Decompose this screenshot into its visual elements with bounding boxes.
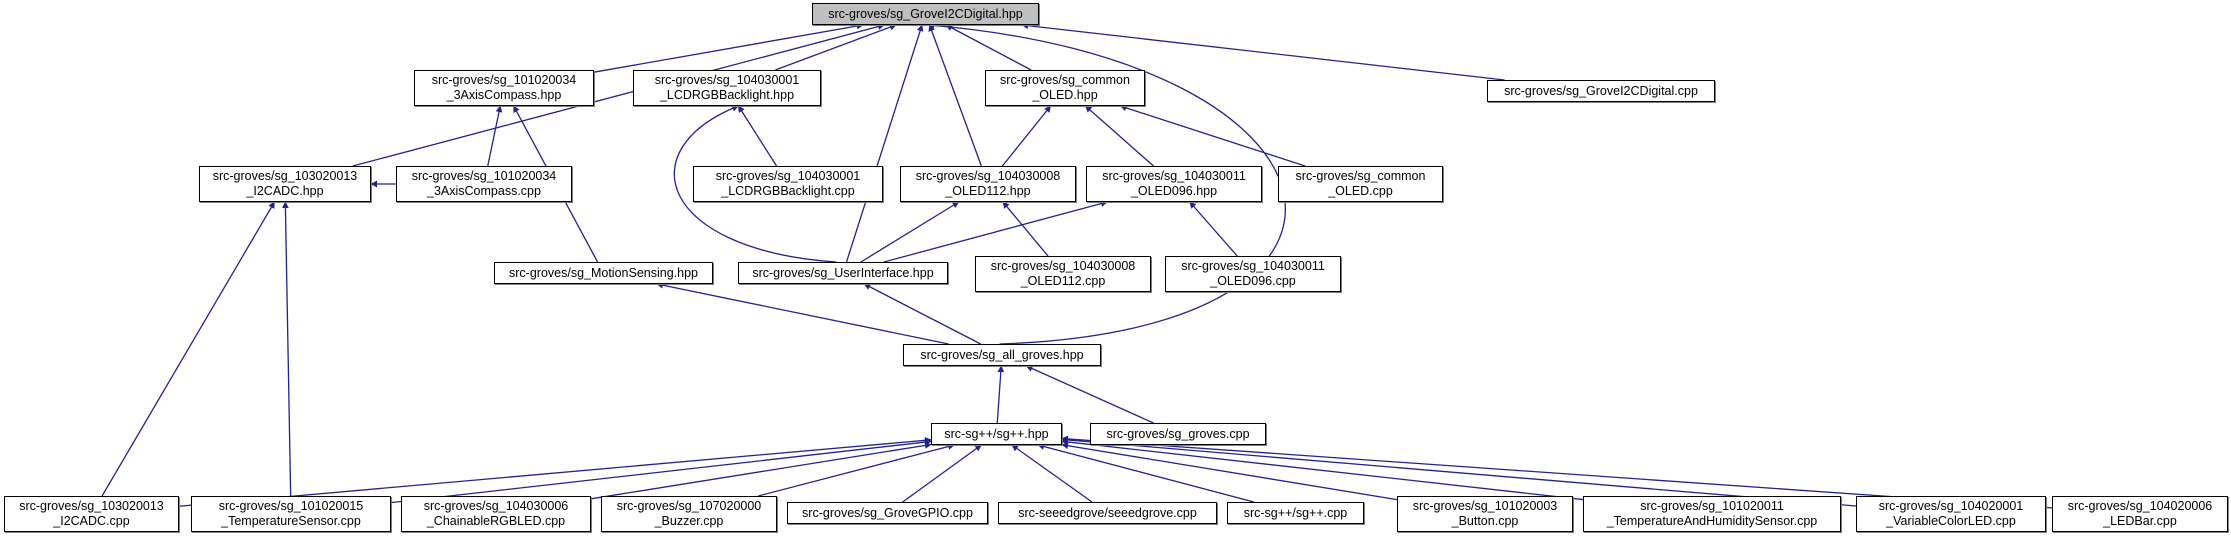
graph-edge-sgpp_hpp-to-allgroves_hpp: [996, 365, 1005, 424]
graph-edge-commonoled_cpp-to-commonoled_hpp: [1119, 104, 1306, 167]
graph-node-label: src-groves/sg_104020006 _LEDBar.cpp: [2067, 499, 2213, 528]
graph-node-label: src-groves/sg_104030001 _LCDRGBBacklight…: [715, 169, 861, 198]
graph-edge-tempsensor_cpp-to-sgpp_hpp: [390, 438, 932, 504]
graph-node-i2cadc_cpp[interactable]: src-groves/sg_103020013 _I2CADC.cpp: [4, 496, 179, 532]
graph-node-label: src-groves/sg_101020015 _TemperatureSens…: [218, 499, 364, 528]
graph-node-varcolor_cpp[interactable]: src-groves/sg_104020001 _VariableColorLE…: [1856, 496, 2046, 532]
graph-node-sgpp_hpp[interactable]: src-sg++/sg++.hpp: [931, 423, 1062, 445]
graph-node-userif_hpp[interactable]: src-groves/sg_UserInterface.hpp: [738, 262, 948, 284]
graph-edge-temphum_cpp-to-sgpp_hpp: [1061, 438, 1584, 501]
graph-node-label: src-groves/sg_groves.cpp: [1106, 426, 1250, 441]
graph-node-root[interactable]: src-groves/sg_GroveI2CDigital.hpp: [812, 3, 1039, 25]
graph-node-i2cadc_hpp[interactable]: src-groves/sg_103020013 _I2CADC.hpp: [199, 166, 371, 202]
graph-node-label: src-groves/sg_all_groves.hpp: [920, 347, 1084, 362]
graph-edge-i2cadc_cpp-to-sgpp_hpp: [178, 436, 932, 507]
graph-edge-oled112_hpp-to-root: [928, 24, 982, 167]
graph-node-label: src-groves/sg_101020034 _3AxisCompass.hp…: [431, 73, 577, 102]
graph-edge-oled096_hpp-to-commonoled_hpp: [1084, 105, 1154, 167]
graph-edge-oled112_hpp-to-commonoled_hpp: [1001, 105, 1052, 167]
graph-edge-userif_hpp-to-oled112_hpp: [860, 201, 960, 263]
graph-edge-userif_hpp-to-root: [845, 24, 924, 263]
graph-node-label: src-groves/sg_104030001 _LCDRGBBacklight…: [654, 73, 800, 102]
graph-node-oled112_cpp[interactable]: src-groves/sg_104030008 _OLED112.cpp: [975, 256, 1151, 292]
graph-node-label: src-groves/sg_GroveI2CDigital.hpp: [828, 6, 1023, 21]
graph-node-oled096_hpp[interactable]: src-groves/sg_104030011 _OLED096.hpp: [1086, 166, 1262, 202]
graph-node-label: src-groves/sg_107020000 _Buzzer.cpp: [616, 499, 762, 528]
graph-node-label: src-groves/sg_104030008 _OLED112.cpp: [990, 259, 1136, 288]
graph-node-tempsensor_cpp[interactable]: src-groves/sg_101020015 _TemperatureSens…: [191, 496, 391, 532]
graph-edge-groves_cpp-to-allgroves_hpp: [1025, 365, 1154, 424]
graph-edge-oled096_cpp-to-oled096_hpp: [1189, 201, 1238, 257]
graph-edge-compass_hpp-to-root: [593, 22, 864, 73]
graph-edge-allgroves_hpp-to-userif_hpp: [863, 283, 981, 345]
graph-edge-commonoled_hpp-to-root: [945, 24, 1032, 71]
graph-edge-varcolor_cpp-to-sgpp_hpp: [1061, 436, 1857, 507]
graph-node-label: src-groves/sg_UserInterface.hpp: [752, 265, 934, 280]
graph-node-temphum_cpp[interactable]: src-groves/sg_101020011 _TemperatureAndH…: [1583, 496, 1841, 532]
graph-node-label: src-groves/sg_MotionSensing.hpp: [509, 265, 698, 280]
graph-node-label: src-groves/sg_101020003 _Button.cpp: [1412, 499, 1558, 528]
graph-node-label: src-groves/sg_103020013 _I2CADC.hpp: [212, 169, 358, 198]
graph-edge-lcdrgb_cpp-to-lcdrgb_hpp: [737, 105, 778, 167]
graph-node-label: src-groves/sg_104030011 _OLED096.hpp: [1102, 169, 1246, 198]
graph-edge-gpio_cpp-to-sgpp_hpp: [902, 444, 982, 503]
graph-node-oled096_cpp[interactable]: src-groves/sg_104030011 _OLED096.cpp: [1165, 256, 1341, 292]
graph-node-label: src-groves/sg_104020001 _VariableColorLE…: [1878, 499, 2024, 528]
graph-node-label: src-groves/sg_104030006 _ChainableRGBLED…: [423, 499, 569, 528]
graph-edge-seeedgrove_cpp-to-sgpp_hpp: [1011, 444, 1093, 503]
graph-edge-userif_hpp-to-oled096_hpp: [883, 200, 1108, 263]
graph-edge-tempsensor_cpp-to-i2cadc_hpp: [282, 201, 292, 497]
graph-node-commonoled_hpp[interactable]: src-groves/sg_common _OLED.hpp: [985, 70, 1145, 106]
graph-edge-lcdrgb_hpp-to-root: [775, 23, 897, 71]
graph-edge-userif_hpp-to-lcdrgb_hpp: [673, 105, 837, 263]
graph-edge-allgroves_hpp-to-motion_hpp: [656, 281, 949, 345]
graph-node-label: src-groves/sg_GroveI2CDigital.cpp: [1504, 83, 1698, 98]
graph-node-label: src-groves/sg_104030008 _OLED112.hpp: [915, 169, 1061, 198]
graph-node-button_cpp[interactable]: src-groves/sg_101020003 _Button.cpp: [1397, 496, 1573, 532]
graph-node-root_cpp[interactable]: src-groves/sg_GroveI2CDigital.cpp: [1487, 80, 1715, 102]
graph-node-label: src-groves/sg_common _OLED.hpp: [1000, 73, 1130, 102]
graph-node-label: src-groves/sg_common _OLED.cpp: [1295, 169, 1426, 198]
graph-node-gpio_cpp[interactable]: src-groves/sg_GroveGPIO.cpp: [787, 502, 988, 524]
graph-node-oled112_hpp[interactable]: src-groves/sg_104030008 _OLED112.hpp: [900, 166, 1076, 202]
graph-node-label: src-seeedgrove/seeedgrove.cpp: [1018, 505, 1197, 520]
graph-edge-i2cadc_cpp-to-i2cadc_hpp: [101, 201, 276, 497]
graph-edge-sgpp_cpp-to-sgpp_hpp: [1037, 443, 1255, 503]
graph-node-compass_hpp[interactable]: src-groves/sg_101020034 _3AxisCompass.hp…: [414, 70, 594, 106]
graph-node-seeedgrove_cpp[interactable]: src-seeedgrove/seeedgrove.cpp: [998, 502, 1217, 524]
graph-edge-buzzer_cpp-to-sgpp_hpp: [758, 443, 955, 497]
graph-node-label: src-sg++/sg++.hpp: [944, 426, 1049, 441]
graph-node-lcdrgb_hpp[interactable]: src-groves/sg_104030001 _LCDRGBBacklight…: [633, 70, 821, 106]
graph-edge-i2cadc_hpp-to-root: [352, 23, 885, 167]
graph-node-motion_hpp[interactable]: src-groves/sg_MotionSensing.hpp: [494, 262, 713, 284]
graph-node-allgroves_hpp[interactable]: src-groves/sg_all_groves.hpp: [903, 344, 1101, 366]
graph-edge-compass_cpp-to-compass_hpp: [487, 105, 503, 167]
graph-node-label: src-groves/sg_104030011 _OLED096.cpp: [1181, 259, 1325, 288]
graph-node-commonoled_cpp[interactable]: src-groves/sg_common _OLED.cpp: [1278, 166, 1443, 202]
graph-node-buzzer_cpp[interactable]: src-groves/sg_107020000 _Buzzer.cpp: [601, 496, 777, 532]
graph-node-ledbar_cpp[interactable]: src-groves/sg_104020006 _LEDBar.cpp: [2052, 496, 2228, 532]
graph-edge-oled112_cpp-to-oled112_hpp: [1002, 201, 1049, 257]
graph-node-lcdrgb_cpp[interactable]: src-groves/sg_104030001 _LCDRGBBacklight…: [693, 166, 883, 202]
graph-node-label: src-groves/sg_GroveGPIO.cpp: [802, 505, 973, 520]
graph-node-groves_cpp[interactable]: src-groves/sg_groves.cpp: [1090, 423, 1266, 445]
graph-node-label: src-groves/sg_101020011 _TemperatureAndH…: [1606, 499, 1818, 528]
graph-node-sgpp_cpp[interactable]: src-sg++/sg++.cpp: [1227, 502, 1364, 524]
graph-node-label: src-groves/sg_103020013 _I2CADC.cpp: [19, 499, 164, 528]
graph-node-label: src-sg++/sg++.cpp: [1243, 505, 1348, 520]
graph-node-label: src-groves/sg_101020034 _3AxisCompass.cp…: [411, 169, 557, 198]
graph-edge-button_cpp-to-sgpp_hpp: [1061, 442, 1398, 501]
graph-node-chainrgb_cpp[interactable]: src-groves/sg_104030006 _ChainableRGBLED…: [401, 496, 591, 532]
graph-edge-root_cpp-to-root: [1021, 22, 1505, 81]
graph-node-compass_cpp[interactable]: src-groves/sg_101020034 _3AxisCompass.cp…: [396, 166, 572, 202]
graph-edge-chainrgb_cpp-to-sgpp_hpp: [590, 442, 932, 500]
